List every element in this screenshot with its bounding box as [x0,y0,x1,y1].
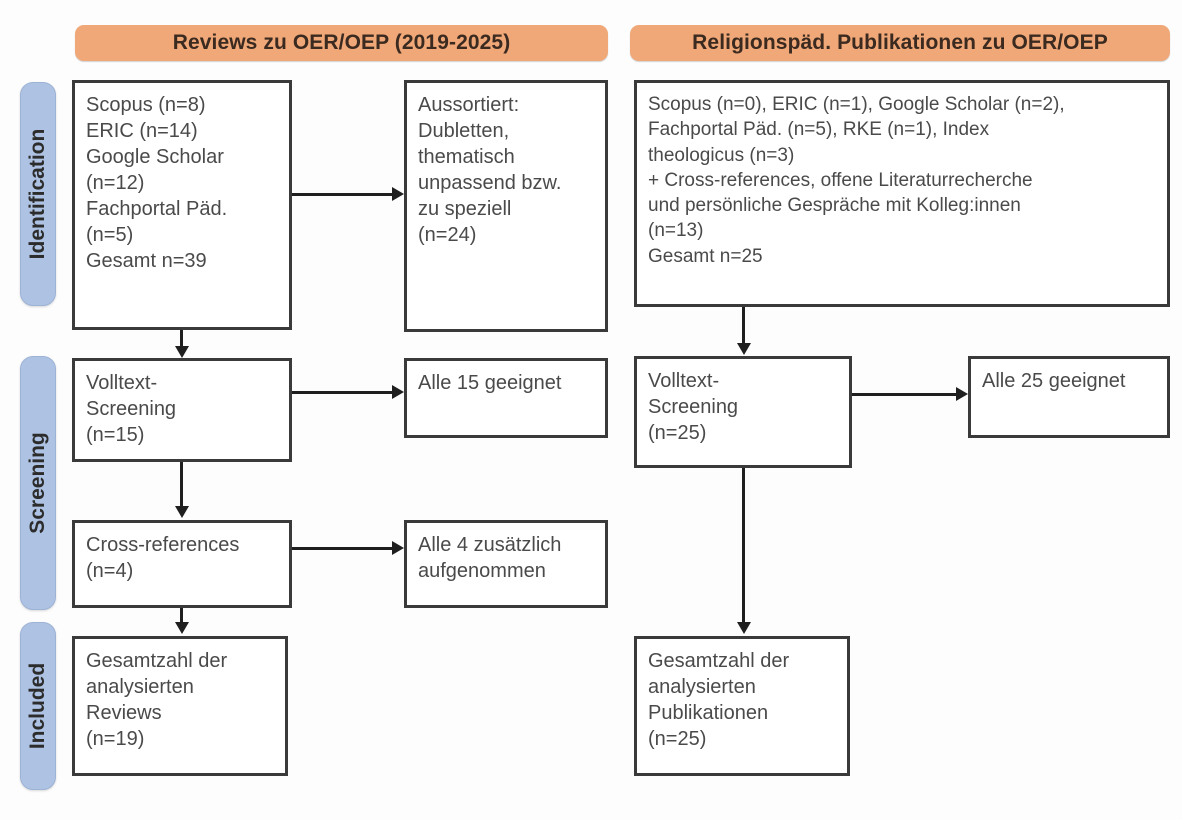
connector-left-crossrefs-to-added [292,547,392,550]
arrowhead-left-screening-to-crossrefs [175,506,189,518]
box-left-included-total: Gesamtzahl der analysierten Reviews (n=1… [72,636,288,776]
box-right-all-suitable: Alle 25 geeignet [968,356,1170,438]
stage-label-identification-text: Identification [26,128,49,260]
connector-right-screening-to-suitable [852,393,956,396]
box-left-fulltext-screening: Volltext- Screening (n=15) [72,358,292,462]
stage-label-screening: Screening [20,356,56,610]
box-left-cross-references: Cross-references (n=4) [72,520,292,608]
box-right-identification-sources: Scopus (n=0), ERIC (n=1), Google Scholar… [634,80,1170,307]
connector-right-screening-to-included [742,468,745,622]
arrowhead-left-sources-to-screening [175,346,189,358]
connector-left-screening-to-crossrefs [180,462,183,506]
stage-label-screening-text: Screening [26,432,49,534]
box-left-all-suitable: Alle 15 geeignet [404,358,608,438]
stage-label-identification: Identification [20,82,56,306]
connector-left-crossrefs-to-included [180,608,183,622]
box-left-excluded: Aussortiert: Dubletten, thematisch unpas… [404,80,608,332]
arrowhead-left-sources-to-excluded [392,187,404,201]
column-header-reviews: Reviews zu OER/OEP (2019-2025) [75,25,608,61]
stage-label-included-text: Included [26,662,49,750]
arrowhead-left-crossrefs-to-added [392,541,404,555]
connector-right-sources-to-screening [742,307,745,343]
connector-left-sources-to-screening [180,330,183,346]
arrowhead-right-sources-to-screening [737,343,751,355]
box-right-included-total: Gesamtzahl der analysierten Publikatione… [634,636,850,776]
connector-left-screening-to-suitable [292,391,392,394]
arrowhead-left-screening-to-suitable [392,385,404,399]
arrowhead-right-screening-to-suitable [956,387,968,401]
column-header-religionspaed: Religionspäd. Publikationen zu OER/OEP [630,25,1170,61]
box-left-identification-sources: Scopus (n=8) ERIC (n=14) Google Scholar … [72,80,292,330]
arrowhead-right-screening-to-included [737,622,751,634]
arrowhead-left-crossrefs-to-included [175,622,189,634]
connector-left-sources-to-excluded [292,193,392,196]
stage-label-included: Included [20,622,56,790]
box-right-fulltext-screening: Volltext- Screening (n=25) [634,356,852,468]
box-left-all-added: Alle 4 zusätzlich aufgenommen [404,520,608,608]
